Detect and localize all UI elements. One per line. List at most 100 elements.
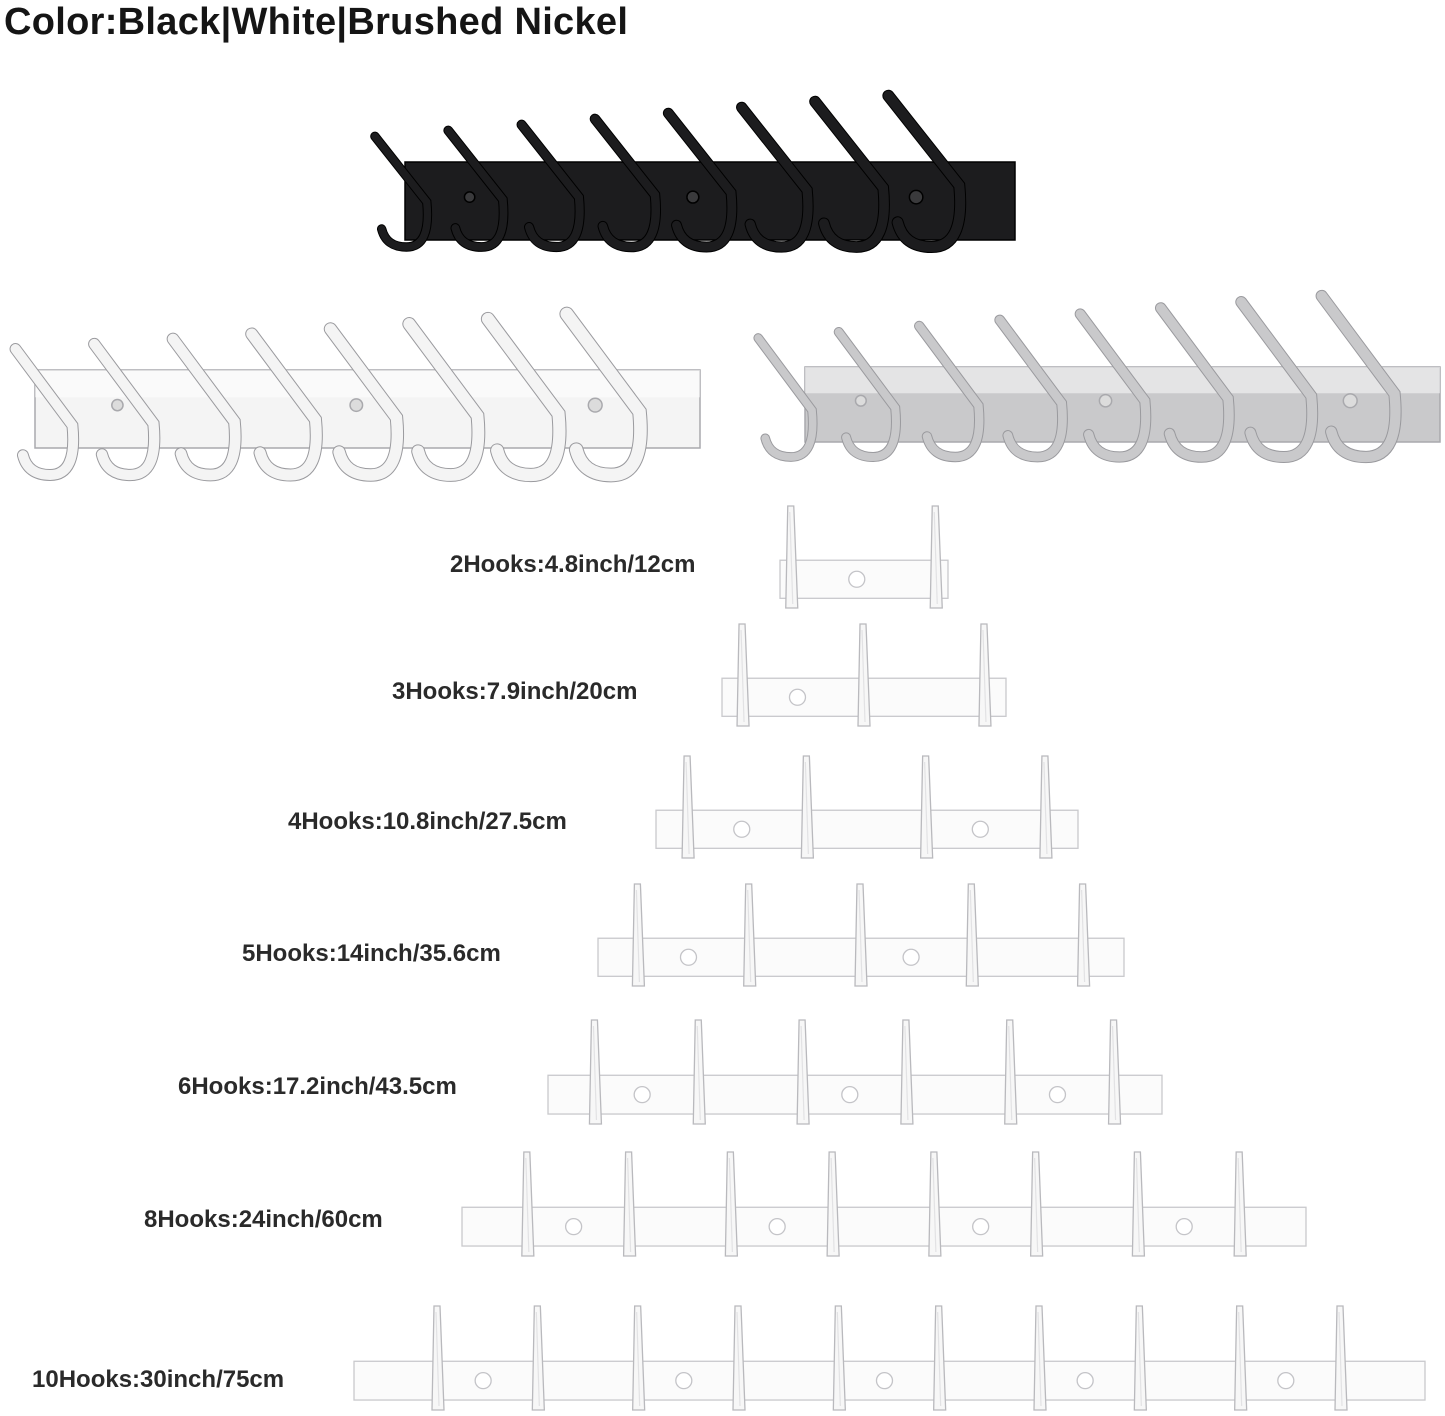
hook: [481, 312, 566, 482]
screw: [564, 1218, 583, 1236]
screw: [733, 820, 751, 838]
page-title: Color:Black|White|Brushed Nickel: [4, 1, 629, 43]
hook: [1004, 1019, 1018, 1125]
hook: [1234, 1305, 1248, 1411]
hook: [531, 1305, 546, 1411]
size-rack-4-hooks: [655, 755, 1079, 859]
screw: [902, 948, 920, 966]
size-rack-3-hooks: [721, 623, 1007, 727]
hook: [754, 334, 817, 461]
hook: [785, 505, 799, 609]
hook: [1155, 303, 1234, 462]
hook: [10, 344, 79, 480]
screw: [841, 1086, 859, 1104]
size-label-2-hooks: 2Hooks:4.8inch/12cm: [450, 551, 696, 578]
hook: [857, 623, 871, 727]
size-label-6-hooks: 6Hooks:17.2inch/43.5cm: [178, 1073, 457, 1100]
hook: [590, 114, 660, 252]
hook: [928, 1151, 942, 1257]
hook: [800, 755, 815, 859]
hook: [1107, 1019, 1122, 1125]
hook: [933, 1305, 947, 1411]
hook: [521, 1151, 535, 1257]
black-hook-rack: [370, 89, 1016, 254]
screw: [1076, 1372, 1094, 1390]
size-label-8-hooks: 8Hooks:24inch/60cm: [144, 1206, 383, 1233]
hook: [1133, 1305, 1148, 1411]
hook: [1131, 1151, 1146, 1257]
hook: [403, 318, 485, 481]
hook: [1334, 1305, 1348, 1411]
screw: [679, 948, 698, 966]
screw: [908, 189, 924, 205]
screw: [349, 398, 364, 413]
hook: [663, 108, 737, 252]
hook: [560, 307, 647, 482]
hook: [681, 755, 695, 859]
screw: [1048, 1086, 1067, 1104]
hook: [324, 323, 404, 481]
screw: [1175, 1218, 1193, 1236]
hook: [736, 623, 750, 727]
hook: [692, 1019, 706, 1125]
hook: [517, 120, 584, 252]
hook: [444, 126, 508, 251]
hook: [588, 1019, 603, 1125]
hook: [915, 321, 984, 462]
hook: [1233, 1151, 1247, 1257]
screw: [854, 394, 867, 407]
hook: [826, 1151, 840, 1257]
screw: [686, 190, 700, 204]
size-label-4-hooks: 4Hooks:10.8inch/27.5cm: [288, 808, 567, 835]
hook: [622, 1151, 637, 1257]
size-label-10-hooks: 10Hooks:30inch/75cm: [32, 1366, 285, 1393]
hook: [929, 505, 943, 609]
screw: [972, 1218, 990, 1236]
hook: [919, 755, 934, 859]
screw: [633, 1086, 651, 1104]
hook: [965, 883, 979, 987]
size-rack-2-hooks: [779, 505, 949, 609]
screw: [463, 191, 476, 204]
brushed-nickel-hook-rack: [753, 289, 1441, 464]
hook: [1076, 883, 1091, 987]
hook: [1316, 290, 1401, 463]
screw: [1098, 393, 1113, 408]
size-label-3-hooks: 3Hooks:7.9inch/20cm: [392, 678, 638, 705]
hook: [834, 327, 900, 462]
hook: [89, 338, 160, 481]
size-rack-6-hooks: [547, 1019, 1163, 1125]
size-rack-10-hooks: [353, 1305, 1426, 1411]
screw: [875, 1372, 894, 1390]
hook: [810, 96, 889, 252]
size-rack-8-hooks: [461, 1151, 1307, 1257]
size-rack-5-hooks: [597, 883, 1125, 987]
hook: [431, 1305, 445, 1411]
rack-bar: [655, 809, 1079, 849]
screw: [111, 398, 124, 412]
hook: [1039, 755, 1053, 859]
screw: [474, 1372, 492, 1390]
hook: [246, 328, 322, 481]
hook: [737, 102, 813, 252]
hook: [1033, 1305, 1047, 1411]
hook: [832, 1305, 847, 1411]
hook: [167, 333, 241, 481]
hook: [631, 883, 646, 987]
white-hook-rack: [9, 306, 701, 483]
screw: [675, 1372, 693, 1390]
screw: [971, 820, 989, 838]
size-label-5-hooks: 5Hooks:14inch/35.6cm: [242, 940, 501, 967]
hook: [978, 623, 992, 727]
hook: [1029, 1151, 1044, 1257]
screw: [768, 1218, 786, 1236]
screw: [848, 570, 866, 588]
hook: [883, 90, 966, 253]
screw: [587, 397, 603, 413]
hook: [743, 883, 757, 987]
hook: [995, 315, 1067, 462]
hook: [371, 132, 432, 251]
screw: [1342, 393, 1358, 409]
hook: [632, 1305, 646, 1411]
hook: [732, 1305, 746, 1411]
